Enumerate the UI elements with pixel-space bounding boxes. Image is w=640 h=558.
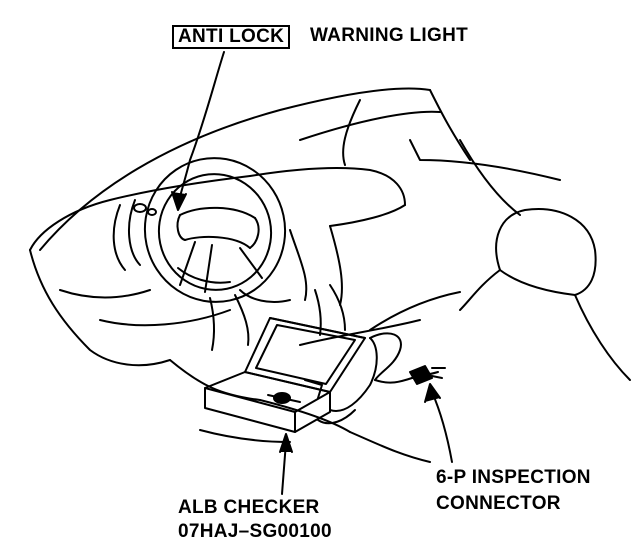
seat-cushion (169, 359, 431, 463)
alb-checker-part-number: 07HAJ–SG00100 (178, 521, 332, 542)
anti-lock-indicator-label: ANTI LOCK (172, 25, 291, 49)
dashboard (29, 167, 406, 367)
inspection-connector-label-line1: 6-P INSPECTION (436, 467, 591, 488)
leader-inspection-connector (424, 383, 453, 463)
checker-cable (317, 332, 446, 425)
steering-wheel (143, 157, 287, 351)
windshield-frame (39, 87, 561, 251)
alb-checker-label: ALB CHECKER (178, 497, 320, 518)
interior-lines (299, 139, 521, 346)
seat (369, 208, 631, 381)
leader-alb-checker (279, 433, 293, 495)
leader-warning-light (171, 51, 225, 211)
warning-light-label: WARNING LIGHT (310, 25, 468, 46)
alb-checker-case (204, 317, 366, 433)
inspection-connector-label-line2: CONNECTOR (436, 493, 561, 514)
